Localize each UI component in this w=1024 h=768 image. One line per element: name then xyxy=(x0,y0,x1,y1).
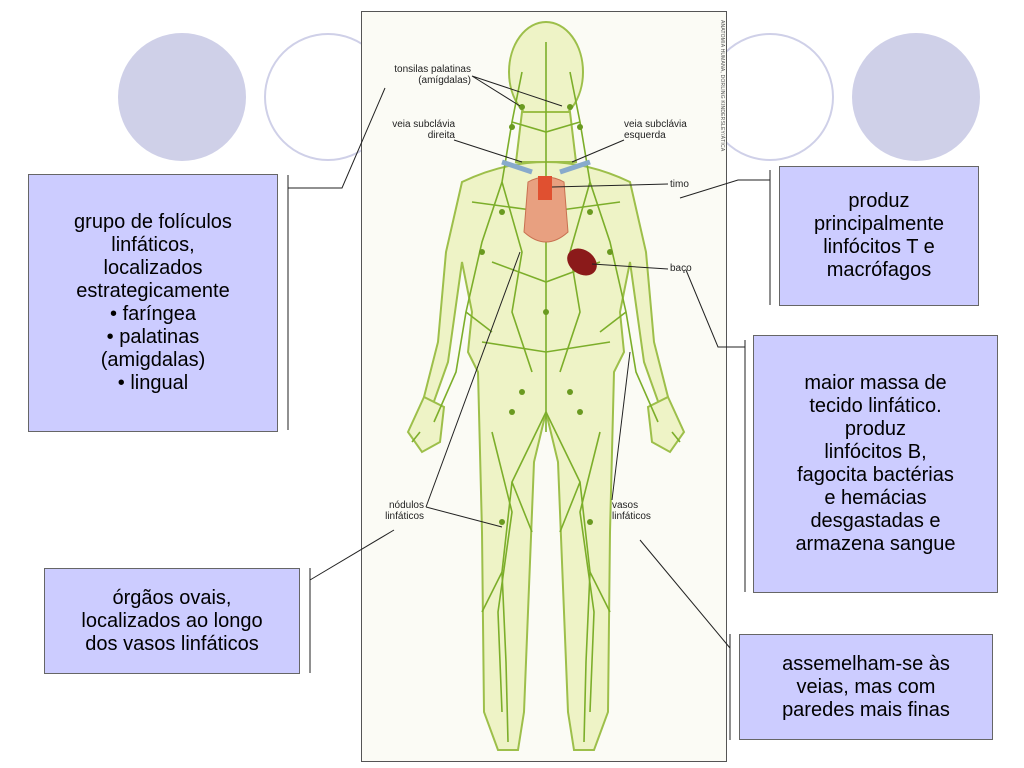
decorative-circle-4 xyxy=(852,33,980,161)
label-tonsilas: tonsilas palatinas (amígdalas) xyxy=(394,64,471,86)
body-illustration xyxy=(406,21,686,751)
nodules-info-text: órgãos ovais, localizados ao longo dos v… xyxy=(81,586,263,655)
tonsils-info-box: grupo de folículos linfáticos, localizad… xyxy=(28,174,278,432)
figure-pointers xyxy=(425,75,669,528)
credit-text: ANATOMIA HUMANA, DORLING KINDERSLEY/ÁTIC… xyxy=(719,20,725,152)
vessels-info-text: assemelham-se às veias, mas com paredes … xyxy=(782,652,950,721)
tonsils-info-text: grupo de folículos linfáticos, localizad… xyxy=(74,211,232,394)
thymus-info-text: produz principalmente linfócitos T e mac… xyxy=(813,190,945,281)
label-nodulos: nódulos linfáticos xyxy=(385,500,424,522)
label-vasos: vasos linfáticos xyxy=(612,500,651,522)
decorative-circle-1 xyxy=(118,33,246,161)
spleen-info-box: maior massa de tecido linfático. produz … xyxy=(753,335,998,593)
nodules-info-box: órgãos ovais, localizados ao longo dos v… xyxy=(44,568,300,674)
vessels-info-box: assemelham-se às veias, mas com paredes … xyxy=(739,634,993,740)
thymus-icon xyxy=(538,176,552,200)
decorative-circle-3 xyxy=(706,33,834,161)
lymphatic-system-figure: tonsilas palatinas (amígdalas) veia subc… xyxy=(361,11,727,762)
lymph-vessels xyxy=(411,42,681,743)
thymus-info-box: produz principalmente linfócitos T e mac… xyxy=(779,166,979,306)
label-timo: timo xyxy=(670,179,689,190)
subclavian-veins-icon xyxy=(501,159,591,175)
lymph-nodes xyxy=(479,104,613,525)
label-baco: baço xyxy=(670,263,692,274)
spleen-info-text: maior massa de tecido linfático. produz … xyxy=(795,372,956,555)
label-veia-esquerda: veia subclávia esquerda xyxy=(624,119,687,141)
label-veia-direita: veia subclávia direita xyxy=(392,119,455,141)
spleen-icon xyxy=(567,248,597,276)
